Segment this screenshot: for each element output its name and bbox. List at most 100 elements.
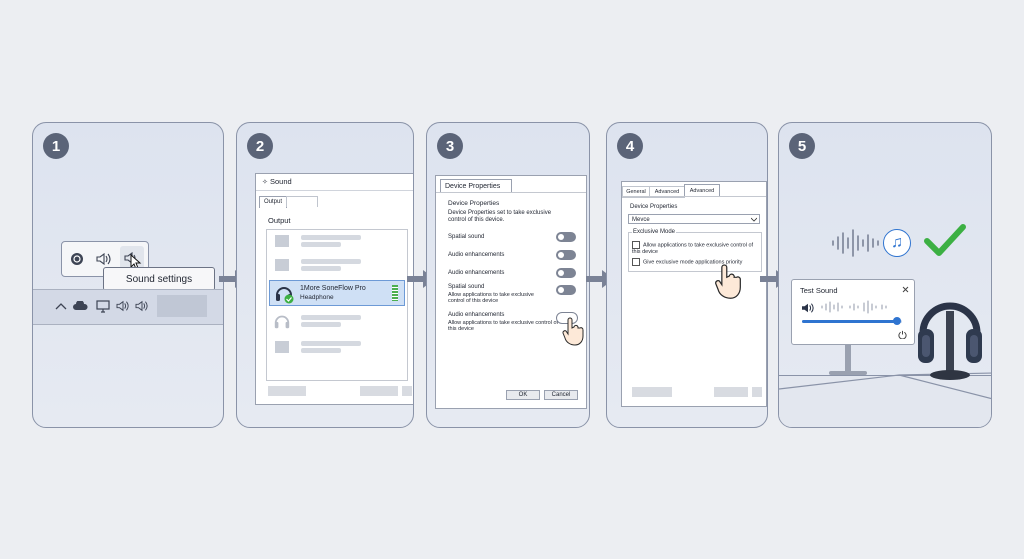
cloud-icon[interactable] xyxy=(73,301,89,311)
setting-label: Spatial sound xyxy=(448,284,485,290)
volume-slider-thumb[interactable] xyxy=(893,317,901,325)
device-icon xyxy=(275,259,289,271)
device-dropdown[interactable]: Mevce xyxy=(628,214,760,224)
setting-label: Spatial sound xyxy=(448,234,485,240)
setting-label: Audio enhancements xyxy=(448,312,505,318)
check-icon xyxy=(924,224,966,256)
check-badge-icon xyxy=(284,294,294,304)
network-icon[interactable] xyxy=(70,252,84,266)
ok-label: OK xyxy=(518,392,528,398)
bottom-button[interactable] xyxy=(752,387,762,397)
step-4-panel: 4 General Advanced Advanced Device Prope… xyxy=(606,122,768,428)
ok-button[interactable]: OK xyxy=(506,390,540,400)
tab-label: General xyxy=(626,189,646,195)
close-icon[interactable] xyxy=(902,286,909,293)
list-item[interactable] xyxy=(267,336,407,358)
device-type: Headphone xyxy=(300,294,334,301)
taskbar-placeholder xyxy=(157,295,207,317)
bottom-button[interactable] xyxy=(360,386,398,396)
setting-sublabel: Allow applications to take exclusive con… xyxy=(448,292,534,304)
step-number: 5 xyxy=(789,133,815,159)
properties-header: Device Properties xyxy=(630,204,678,210)
dropdown-value: Mevce xyxy=(632,217,650,223)
monitor-stand xyxy=(845,345,851,373)
device-properties-window: Device Properties Device Properties Devi… xyxy=(435,175,587,409)
setting-row: Audio enhancements xyxy=(448,250,576,262)
option-give-priority[interactable]: Give exclusive mode applications priorit… xyxy=(632,258,760,266)
device-name: 1More SoneFlow Pro xyxy=(300,285,366,292)
speaker-icon[interactable] xyxy=(801,302,815,314)
window-tab[interactable]: Device Properties xyxy=(440,179,512,193)
speaker-icon[interactable] xyxy=(115,300,131,312)
tab-output[interactable]: Output xyxy=(259,196,287,208)
section-label: Output xyxy=(268,216,291,225)
setting-row: Audio enhancements Allow applications to… xyxy=(448,312,584,346)
device-icon xyxy=(275,341,289,353)
tab-advanced-active[interactable]: Advanced xyxy=(684,184,720,197)
cancel-label: Cancel xyxy=(551,392,571,398)
sound-settings-tooltip[interactable]: Sound settings xyxy=(103,267,215,291)
speaker-icon[interactable] xyxy=(134,300,150,312)
volume-slider-fill xyxy=(802,320,897,323)
level-meter xyxy=(392,285,398,301)
list-item-selected[interactable]: 1More SoneFlow Pro Headphone xyxy=(269,280,405,306)
step-2-panel: 2 ✧ Sound Output Output xyxy=(236,122,414,428)
list-item[interactable] xyxy=(267,310,407,332)
setting-sublabel: Allow applications to take exclusive con… xyxy=(448,320,559,332)
step-number: 3 xyxy=(437,133,463,159)
sound-window: ✧ Sound Output Output xyxy=(255,173,413,405)
taskbar xyxy=(33,289,223,325)
setting-toggle[interactable] xyxy=(556,268,576,278)
option-allow-exclusive[interactable]: Allow applications to take exclusive con… xyxy=(632,241,760,255)
chevron-up-icon[interactable] xyxy=(55,301,67,311)
tooltip-text: Sound settings xyxy=(125,273,193,285)
checkbox[interactable] xyxy=(632,241,640,249)
step-number: 2 xyxy=(247,133,273,159)
device-icon xyxy=(275,235,289,247)
option-label: Give exclusive mode applications priorit… xyxy=(643,259,743,266)
tab-label: Output xyxy=(263,199,282,205)
music-note-icon: ♫ xyxy=(883,229,911,257)
setting-toggle[interactable] xyxy=(556,232,576,242)
step-number: 4 xyxy=(617,133,643,159)
step-1-panel: 1 Sound settings xyxy=(32,122,224,428)
volume-slider-track[interactable] xyxy=(802,317,902,325)
setting-label: Audio enhancements xyxy=(448,270,505,276)
tab-label: Advanced xyxy=(689,188,715,194)
window-title: Device Properties xyxy=(445,183,501,190)
properties-header: Device Properties xyxy=(448,200,500,207)
setting-row: Spatial sound Allow applications to take… xyxy=(448,284,576,308)
setting-toggle[interactable] xyxy=(556,250,576,260)
headphones-on-stand-icon xyxy=(918,302,982,380)
bottom-button[interactable] xyxy=(632,387,672,397)
list-item[interactable] xyxy=(267,230,407,252)
hand-pointer-icon xyxy=(562,317,584,346)
headphone-icon xyxy=(274,315,290,329)
device-list: 1More SoneFlow Pro Headphone xyxy=(266,229,408,381)
tab-blank[interactable] xyxy=(286,196,318,207)
monitor-base xyxy=(829,371,867,375)
step-3-panel: 3 Device Properties Device Properties De… xyxy=(426,122,590,428)
bottom-button[interactable] xyxy=(714,387,748,397)
waveform-icon xyxy=(821,300,887,314)
dialog-title: Test Sound xyxy=(800,286,838,295)
step-number: 1 xyxy=(43,133,69,159)
advanced-window: General Advanced Advanced Device Propert… xyxy=(621,181,767,407)
bottom-button[interactable] xyxy=(402,386,412,396)
checkbox[interactable] xyxy=(632,258,640,266)
test-sound-dialog: Test Sound xyxy=(791,279,915,345)
power-icon[interactable] xyxy=(898,330,907,339)
window-title: Sound xyxy=(269,177,292,186)
group-label: Exclusive Mode xyxy=(632,229,677,235)
cancel-button[interactable]: Cancel xyxy=(544,390,578,400)
monitor-icon[interactable] xyxy=(96,299,110,313)
properties-description: Device Properties set to take exclusive … xyxy=(448,210,552,223)
step-5-panel: 5 ♫ Test Sound xyxy=(778,122,992,428)
speaker-icon[interactable] xyxy=(96,252,112,266)
list-item[interactable] xyxy=(267,254,407,276)
chevron-down-icon xyxy=(751,217,757,222)
bottom-button[interactable] xyxy=(268,386,306,396)
setting-row: Spatial sound xyxy=(448,232,576,244)
exclusive-mode-group: Exclusive Mode Allow applications to tak… xyxy=(628,229,762,272)
setting-toggle[interactable] xyxy=(556,285,576,295)
